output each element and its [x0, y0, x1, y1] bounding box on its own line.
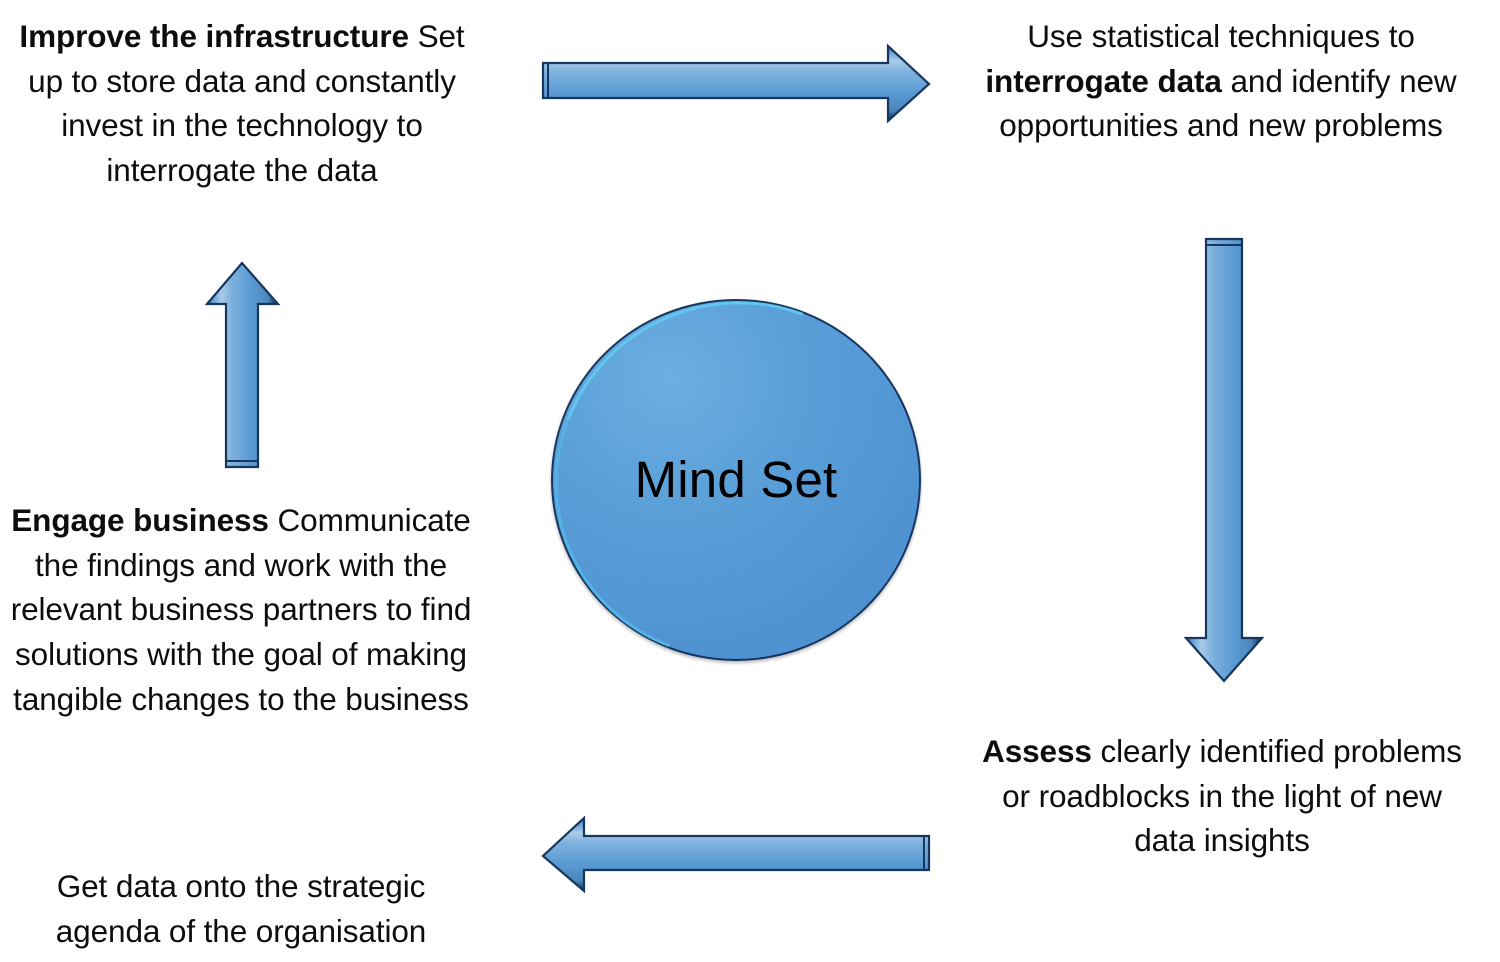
- text-block-assess-problems: Assess clearly identified problems or ro…: [972, 729, 1472, 863]
- improve-body: Set up to store data and constantly inve…: [28, 18, 465, 189]
- interrogate-emphasis: interrogate data: [985, 62, 1222, 99]
- mind-set-circle: Mind Set: [497, 243, 975, 717]
- improve-heading: Improve the infrastructure: [19, 18, 409, 54]
- assess-tail: clearly identified problems or roadblock…: [1002, 733, 1462, 859]
- engage-heading: Engage business: [11, 502, 269, 538]
- arrow-right-icon: [538, 40, 934, 128]
- interrogate-lead: Use statistical techniques to: [1027, 18, 1415, 54]
- text-block-engage-business: Engage business Communicate the findings…: [6, 498, 476, 722]
- interrogate-tail: and identify new opportunities and new p…: [999, 62, 1457, 144]
- arrow-up-icon: [202, 256, 282, 472]
- arrow-left-icon: [534, 812, 934, 896]
- text-block-strategic-agenda: Get data onto the strategic agenda of th…: [6, 864, 476, 953]
- text-block-interrogate-data: Use statistical techniques to interrogat…: [980, 14, 1462, 148]
- assess-emphasis: Assess: [982, 733, 1092, 769]
- mind-set-label: Mind Set: [634, 450, 838, 508]
- text-block-improve-infrastructure: Improve the infrastructure Set up to sto…: [8, 14, 476, 193]
- engage-body: Communicate the findings and work with t…: [10, 502, 472, 717]
- circle-shape: [551, 299, 921, 661]
- strategic-body: Get data onto the strategic agenda of th…: [55, 868, 427, 949]
- arrow-down-icon: [1180, 234, 1268, 686]
